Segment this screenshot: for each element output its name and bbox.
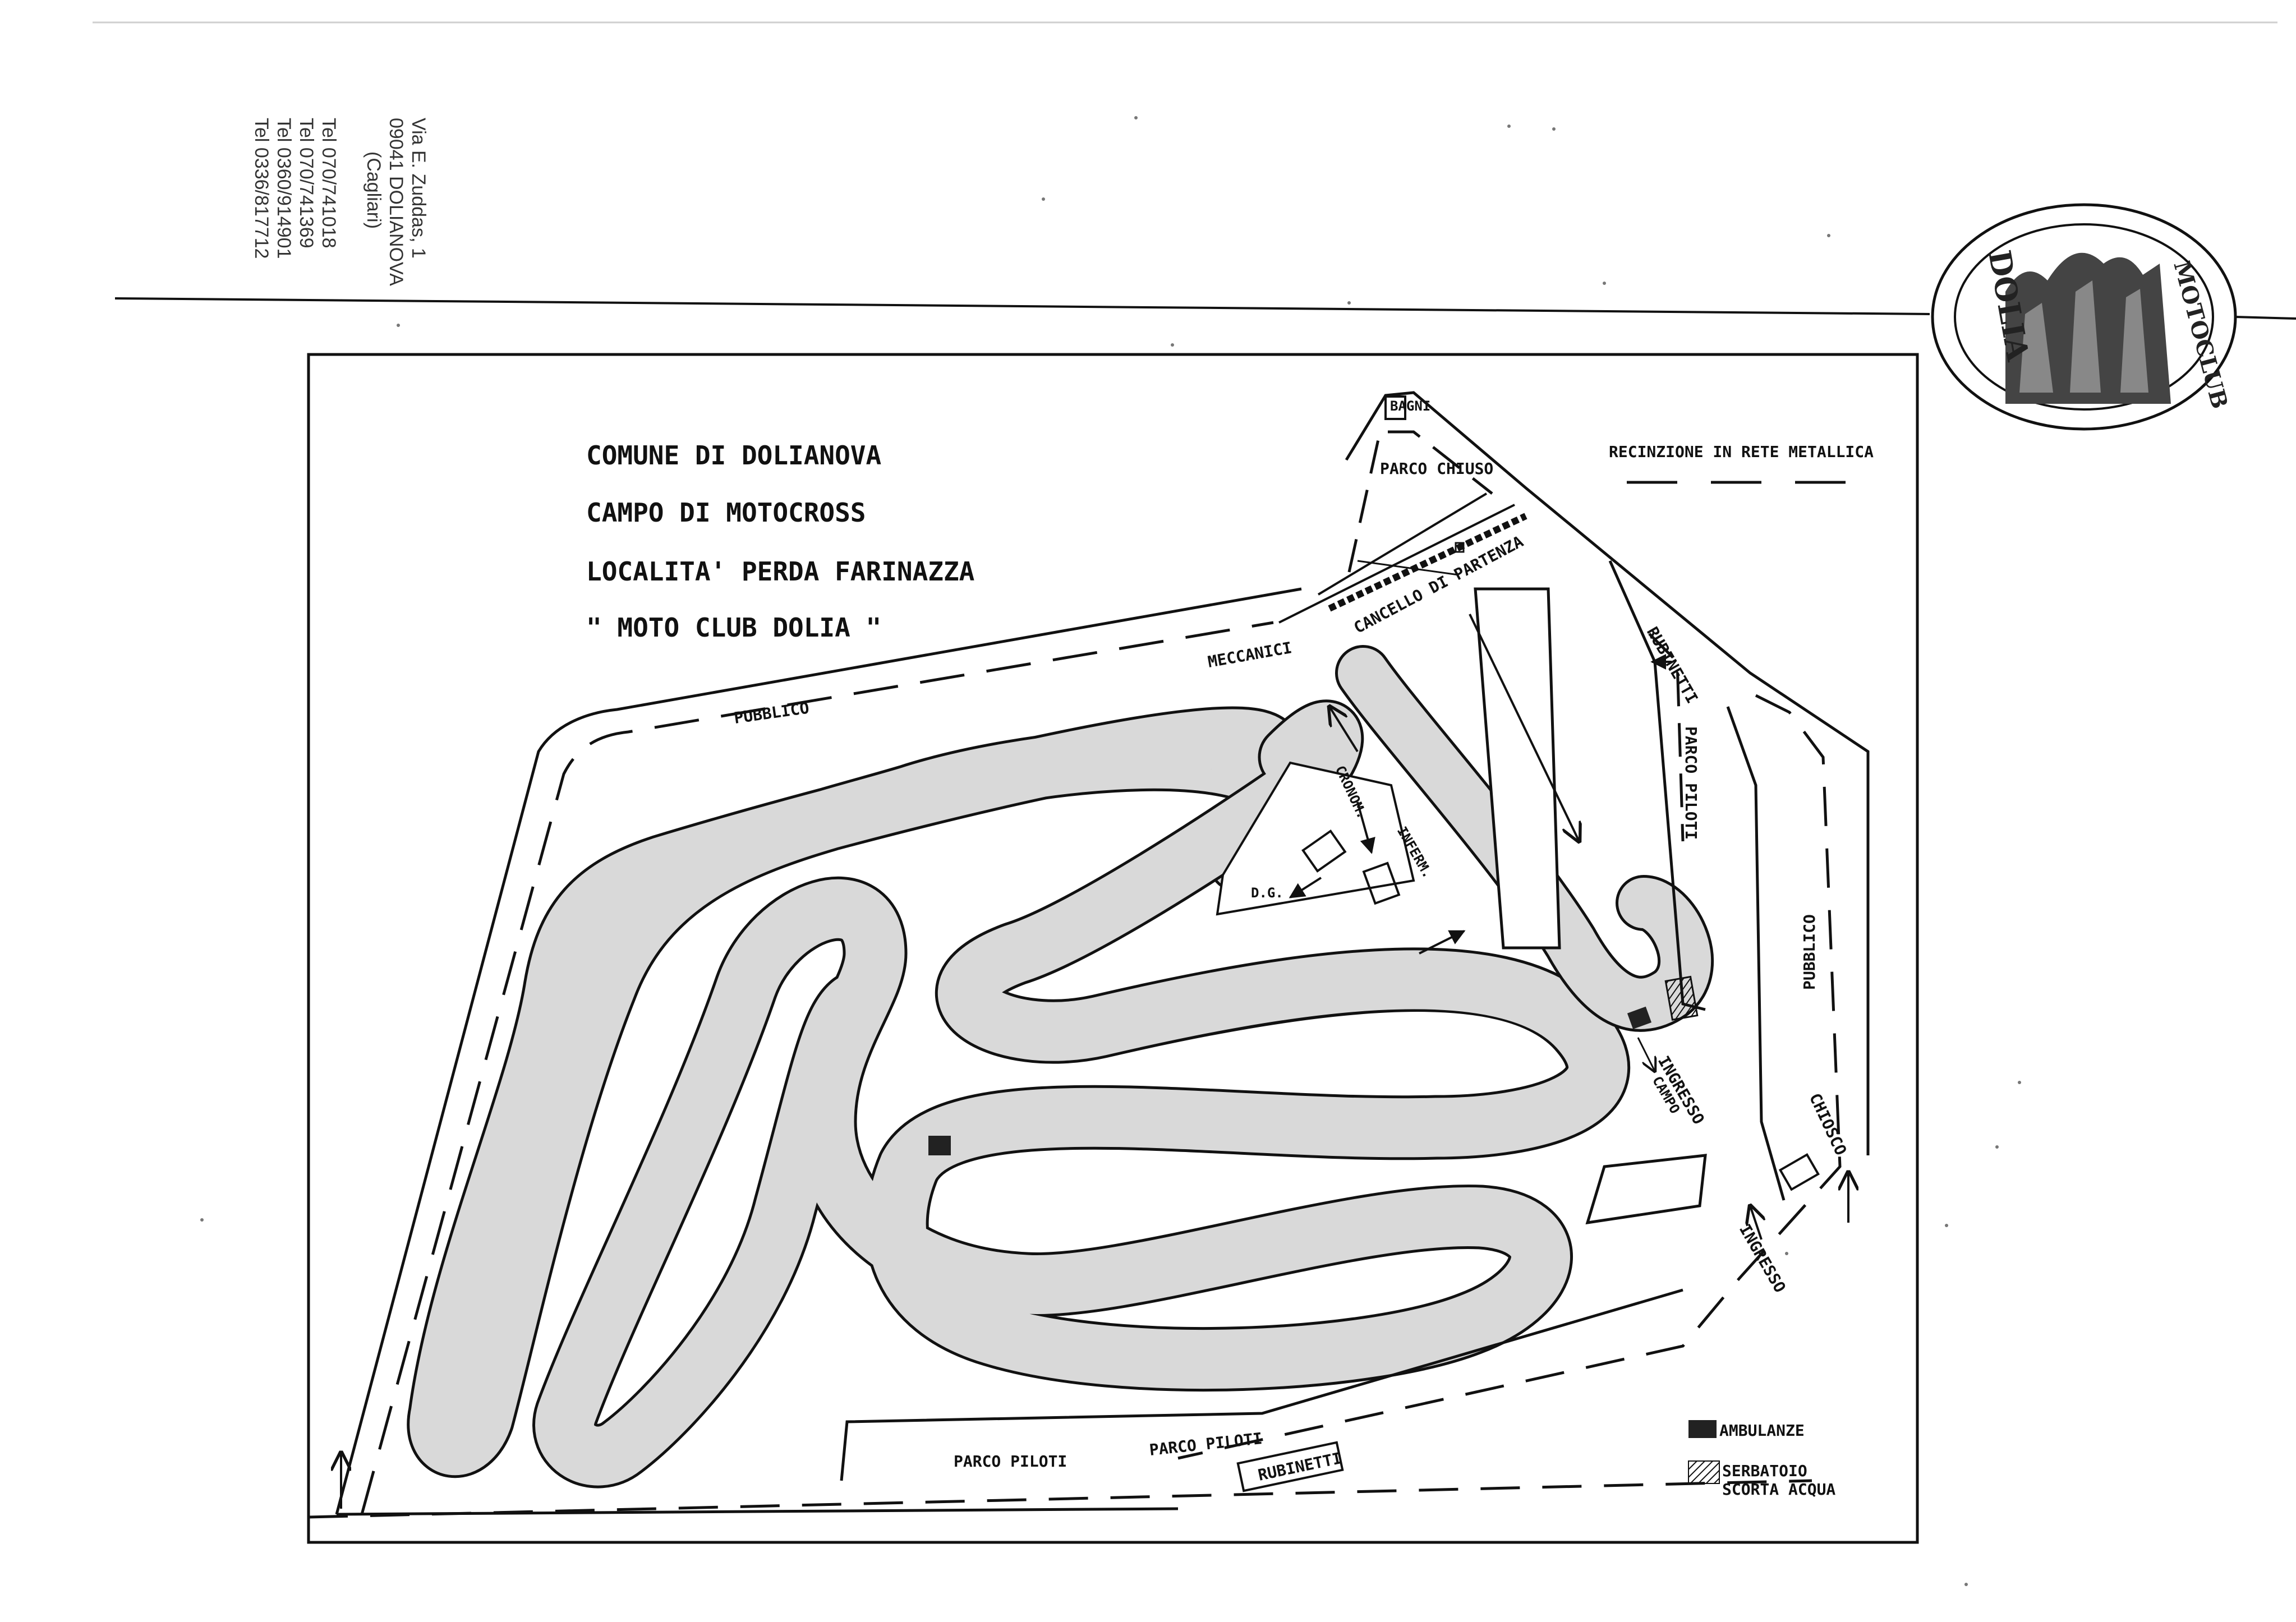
phone-1: Tel 070/741018 — [318, 118, 339, 248]
letterhead-rule-right — [2235, 316, 2296, 320]
label-pubblico-top: PUBBLICO — [733, 698, 810, 727]
direction-arrows — [341, 560, 1848, 1509]
label-recinzione: RECINZIONE IN RETE METALLICA — [1609, 443, 1874, 461]
legend-serbatoio-2: SCORTA ACQUA — [1722, 1480, 1835, 1499]
letterhead-address: Via E. Zuddas, 1 09041 DOLIANOVA (Caglia… — [251, 118, 429, 286]
label-parco-piloti-bottom-1: PARCO PILOTI — [954, 1452, 1067, 1471]
label-parco-piloti-bottom-2: PARCO PILOTI — [1148, 1429, 1263, 1459]
label-dg: D.G. — [1251, 885, 1283, 901]
address-street: Via E. Zuddas, 1 — [408, 118, 429, 259]
club-logo: MOTOCLUB DOLIA — [1931, 203, 2237, 431]
ambulance-marker-track — [928, 1136, 951, 1155]
phone-3: Tel 0360/914901 — [273, 118, 295, 259]
map-title-line-1: COMUNE DI DOLIANOVA — [586, 440, 881, 471]
label-meccanici: MECCANICI — [1206, 638, 1293, 671]
map-title: COMUNE DI DOLIANOVA CAMPO DI MOTOCROSS L… — [586, 440, 974, 643]
label-parco-piloti-right: PARCO PILOTI — [1682, 726, 1700, 840]
map-title-line-4: " MOTO CLUB DOLIA " — [586, 612, 881, 643]
address-city: 09041 DOLIANOVA — [385, 118, 407, 286]
perimeter — [308, 391, 1870, 1519]
motocross-track — [407, 645, 1714, 1489]
legend-serbatoio-1: SERBATOIO — [1722, 1462, 1807, 1480]
map-legend: AMBULANZE SERBATOIO SCORTA ACQUA — [1688, 1420, 1835, 1499]
parco-chiuso-marker — [1455, 542, 1465, 553]
label-rubinetti-top: RUBINETTI — [1643, 624, 1701, 707]
address-province: (Cagliari) — [363, 151, 384, 229]
chiosco-building — [1778, 1153, 1820, 1191]
legend-ambulance-swatch — [1688, 1420, 1717, 1438]
map-title-line-3: LOCALITA' PERDA FARINAZZA — [586, 556, 974, 587]
water-tank-marker — [1664, 975, 1699, 1021]
scan-speckles — [200, 116, 2021, 1586]
phone-4: Tel 0336/817712 — [251, 118, 272, 259]
map-title-line-2: CAMPO DI MOTOCROSS — [586, 497, 866, 528]
label-parco-chiuso: PARCO CHIUSO — [1380, 459, 1493, 478]
start-gate — [1328, 513, 1527, 612]
map-frame — [307, 353, 1919, 1544]
legend-ambulanze: AMBULANZE — [1719, 1421, 1805, 1440]
service-area — [1216, 761, 1415, 916]
label-chiosco: CHIOSCO — [1806, 1090, 1851, 1158]
bagni-building — [1384, 395, 1406, 420]
label-pubblico-right: PUBBLICO — [1800, 914, 1819, 990]
rubinetti-bottom-box — [1236, 1441, 1344, 1492]
legend-tank-swatch — [1688, 1460, 1720, 1484]
letterhead-rule — [114, 297, 1930, 315]
label-bagni: BAGNI — [1390, 398, 1430, 414]
ambulance-marker-right — [1627, 1006, 1652, 1029]
phone-2: Tel 070/741369 — [296, 118, 317, 248]
